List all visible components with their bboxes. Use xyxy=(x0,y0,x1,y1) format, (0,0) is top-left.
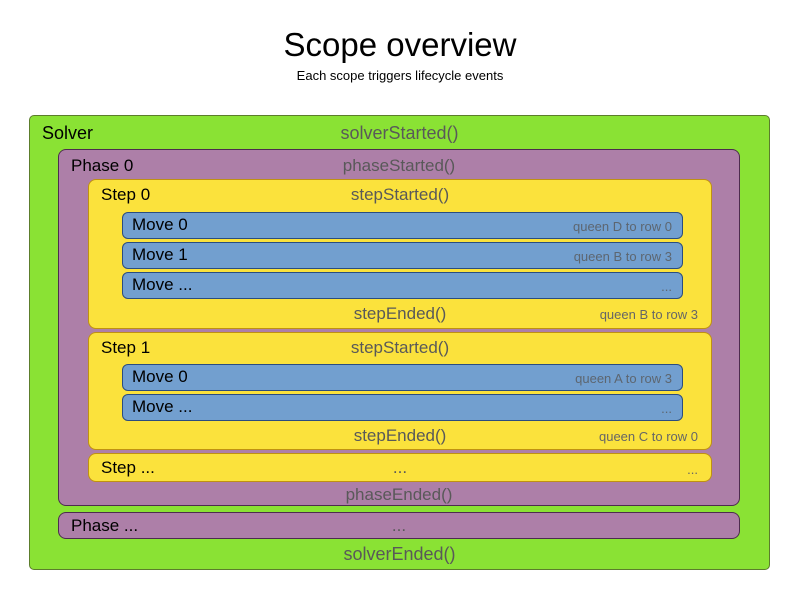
step0-ended-event: stepEnded() xyxy=(353,304,447,323)
solver-header-row: Solver solverStarted() xyxy=(30,123,769,147)
solver-started-event: solverStarted() xyxy=(340,123,459,143)
move-label: Move ... xyxy=(132,397,193,416)
move-row: Move ... ... xyxy=(122,272,683,299)
move-row: Move 0 queen A to row 3 xyxy=(122,364,683,391)
phase0-footer-row: phaseEnded() xyxy=(59,485,739,509)
phase0-header-row: Phase 0 phaseStarted() xyxy=(59,156,739,180)
solver-label: Solver xyxy=(42,123,94,143)
step1-ended-event: stepEnded() xyxy=(353,426,447,445)
step1-started-event: stepStarted() xyxy=(350,338,450,357)
move-note: queen A to row 3 xyxy=(575,371,672,386)
step0-footer-row: stepEnded() queen B to row 3 xyxy=(89,304,711,328)
move-label: Move 1 xyxy=(132,245,188,264)
move-label: Move ... xyxy=(132,275,193,294)
page-subtitle: Each scope triggers lifecycle events xyxy=(296,68,504,83)
move-row: Move 1 queen B to row 3 xyxy=(122,242,683,269)
step0-header-row: Step 0 stepStarted() xyxy=(89,185,711,209)
move-label: Move 0 xyxy=(132,367,188,386)
step1-footer-row: stepEnded() queen C to row 0 xyxy=(89,426,711,450)
move-row: Move ... ... xyxy=(122,394,683,421)
phase0-ended-event: phaseEnded() xyxy=(345,485,453,504)
phase-etc-scope-box: Phase ... ... xyxy=(58,512,740,539)
page-title: Scope overview xyxy=(283,26,517,63)
move-note: queen D to row 0 xyxy=(572,219,672,234)
step0-scope-box: Step 0 stepStarted() Move 0 queen D to r… xyxy=(88,179,712,329)
step1-header-row: Step 1 stepStarted() xyxy=(89,338,711,362)
phase0-scope-box: Phase 0 phaseStarted() Step 0 stepStarte… xyxy=(58,149,740,506)
step1-scope-box: Step 1 stepStarted() Move 0 queen A to r… xyxy=(88,332,712,450)
step0-started-event: stepStarted() xyxy=(350,185,450,204)
phase-etc-center-ellipsis: ... xyxy=(391,516,407,535)
step0-ended-note: queen B to row 3 xyxy=(599,307,698,322)
solver-scope-box: Solver solverStarted() Phase 0 phaseStar… xyxy=(29,115,770,570)
solver-footer-row: solverEnded() xyxy=(30,544,769,568)
step-etc-scope-box: Step ... ... ... xyxy=(88,453,712,482)
step-etc-right-ellipsis: ... xyxy=(687,462,698,477)
move-note: ... xyxy=(661,401,672,416)
move-label: Move 0 xyxy=(132,215,188,234)
phase0-started-event: phaseStarted() xyxy=(342,156,456,175)
step1-label: Step 1 xyxy=(101,338,151,357)
step1-ended-note: queen C to row 0 xyxy=(598,429,698,444)
step-etc-center-ellipsis: ... xyxy=(392,458,408,477)
solver-ended-event: solverEnded() xyxy=(343,544,456,564)
phase0-label: Phase 0 xyxy=(71,156,134,175)
step0-label: Step 0 xyxy=(101,185,151,204)
step-etc-label: Step ... xyxy=(101,458,155,477)
move-note: ... xyxy=(661,279,672,294)
phase-etc-label: Phase ... xyxy=(71,516,139,535)
move-note: queen B to row 3 xyxy=(573,249,672,264)
move-row: Move 0 queen D to row 0 xyxy=(122,212,683,239)
